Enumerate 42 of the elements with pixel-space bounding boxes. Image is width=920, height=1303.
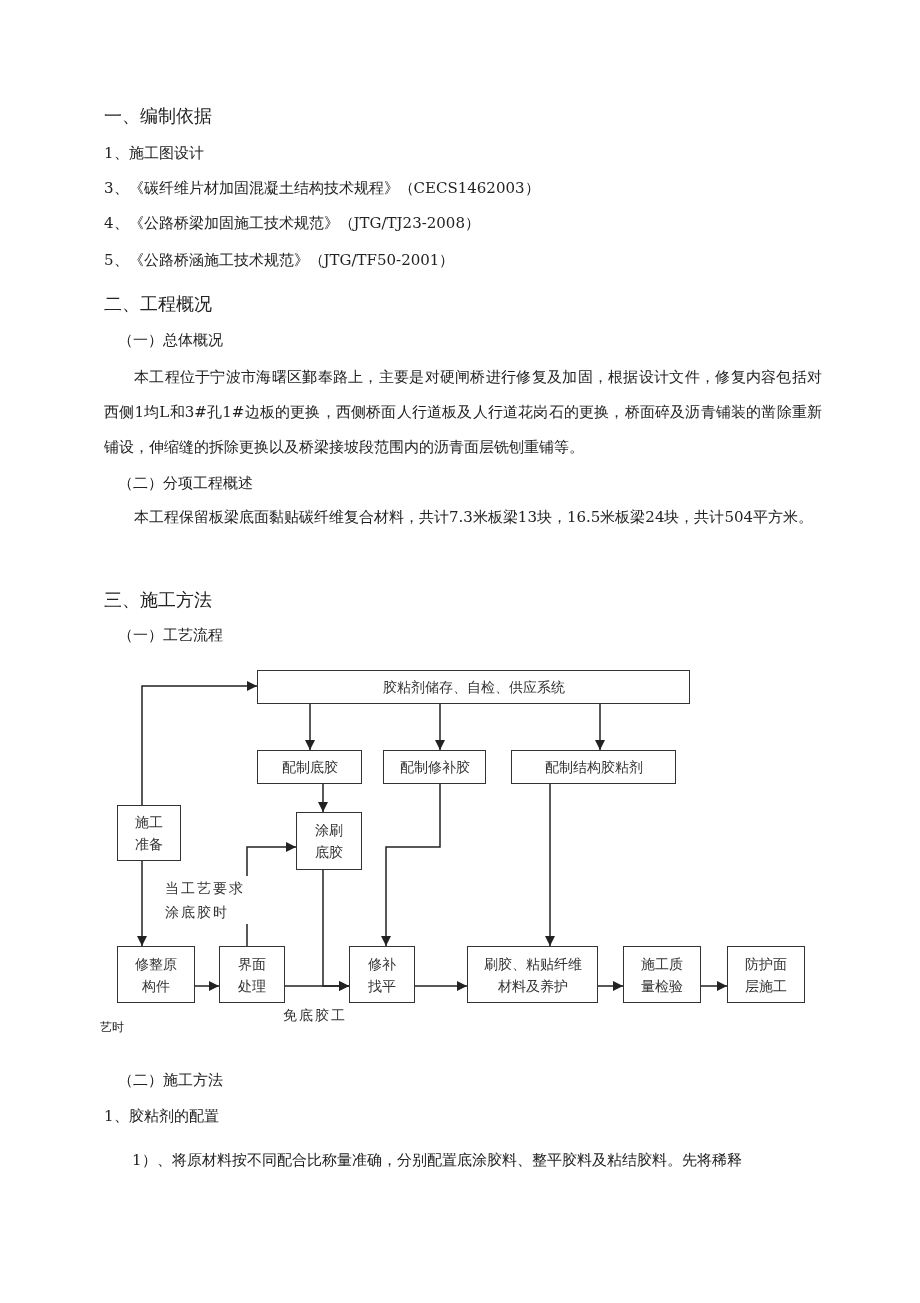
- arrow: [194, 981, 220, 991]
- arrow: [414, 981, 468, 991]
- process-box: 修整原构件: [117, 946, 195, 1003]
- text-line: （一）总体概况: [118, 330, 223, 350]
- arrow: [322, 869, 350, 991]
- process-box: 施工准备: [117, 805, 181, 861]
- process-box: 界面处理: [219, 946, 285, 1003]
- process-box: 施工质量检验: [623, 946, 701, 1003]
- process-box: 配制修补胶: [383, 750, 486, 784]
- process-box: 配制底胶: [257, 750, 362, 784]
- arrow: [435, 703, 445, 751]
- section-heading: 一、编制依据: [104, 104, 212, 128]
- arrow: [318, 783, 328, 813]
- arrow: [381, 783, 441, 947]
- text-line: （二）施工方法: [118, 1070, 223, 1090]
- arrow: [137, 860, 147, 947]
- process-box: 涂刷底胶: [296, 812, 362, 870]
- arrow: [141, 681, 258, 806]
- edge-label: 当工艺要求涂底胶时: [165, 876, 251, 924]
- process-box: 修补找平: [349, 946, 415, 1003]
- arrow: [597, 981, 624, 991]
- paragraph: 本工程位于宁波市海曙区鄞奉路上，主要是对硬闸桥进行修复及加固，根据设计文件，修复内容包括对西侧1均L和3#孔1#边板的更换，西侧桥面人行道板及人行道花岗石的更换，桥面碎及沥青铺装的凿除重新铺设，伸缩缝的拆除更换以及桥梁接坡段范围内的沥青面层铣刨重铺等。: [104, 367, 822, 458]
- text-line: （一）工艺流程: [118, 625, 223, 645]
- text-line: （二）分项工程概述: [118, 473, 253, 493]
- section-heading: 二、工程概况: [104, 292, 212, 316]
- text-line: 3、《碳纤维片材加固混凝土结构技术规程》（CECS1462003）: [104, 178, 540, 198]
- process-box: 刷胶、粘贴纤维材料及养护: [467, 946, 598, 1003]
- paragraph: 本工程保留板梁底面黏贴碳纤维复合材料，共计7.3米板梁13块，16.5米板梁24块，共计504平方米。: [133, 507, 815, 528]
- process-box: 防护面层施工: [727, 946, 805, 1003]
- arrow: [700, 981, 728, 991]
- process-box: 配制结构胶粘剂: [511, 750, 676, 784]
- section-heading: 三、施工方法: [104, 588, 212, 612]
- arrow: [545, 783, 555, 947]
- text-line: 艺时: [100, 1019, 124, 1036]
- text-line: 4、《公路桥梁加固施工技术规范》（JTG/TJ23-2008）: [104, 213, 480, 233]
- arrow: [305, 703, 315, 751]
- text-line: 1、施工图设计: [104, 143, 204, 163]
- text-line: 1）、将原材料按不同配合比称量准确，分别配置底涂胶料、整平胶料及粘结胶料。先将稀释: [132, 1150, 742, 1170]
- text-line: 1、胶粘剂的配置: [104, 1106, 219, 1126]
- arrow: [595, 703, 605, 751]
- text-line: 5、《公路桥涵施工技术规范》（JTG/TF50-2001）: [104, 250, 455, 270]
- process-box: 胶粘剂储存、自检、供应系统: [257, 670, 690, 704]
